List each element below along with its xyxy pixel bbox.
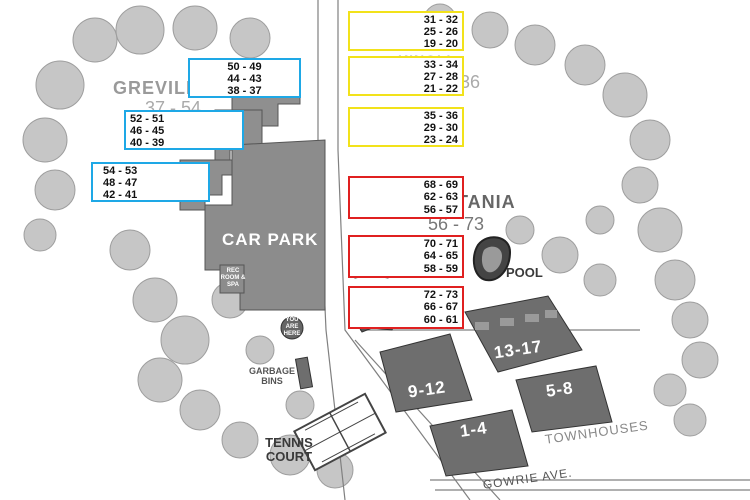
townhouse-block-13-17 — [464, 295, 583, 373]
garbage-bins-label: GARBAGE BINS — [248, 366, 295, 386]
unit-row: 46 - 45 — [130, 125, 165, 137]
unit-row: 62 - 63 — [423, 191, 458, 204]
townhouse-block-5-8 — [515, 365, 613, 433]
unit-row: 54 - 53 — [103, 165, 138, 177]
unit-group-yellow-2: 33 - 34 27 - 28 21 - 22 — [348, 56, 464, 96]
townhouse-block-9-12 — [379, 333, 473, 413]
rec-room-label: REC ROOM & SPA — [220, 268, 246, 288]
unit-row: 38 - 37 — [227, 85, 262, 97]
unit-row: 35 - 36 — [423, 110, 458, 122]
unit-row: 70 - 71 — [423, 238, 458, 251]
unit-row: 48 - 47 — [103, 177, 138, 189]
unit-row: 50 - 49 — [227, 61, 262, 73]
unit-row: 58 - 59 — [423, 262, 458, 275]
you-are-here-label: YOU ARE HERE — [283, 317, 301, 337]
unit-row: 44 - 43 — [227, 73, 262, 85]
unit-row: 31 - 32 — [423, 14, 458, 26]
unit-row: 25 - 26 — [423, 26, 458, 38]
unit-group-blue-2: 52 - 51 46 - 45 40 - 39 — [124, 110, 244, 150]
townhouse-block-1-4 — [429, 409, 529, 477]
unit-row: 52 - 51 — [130, 113, 165, 125]
you-are-here-marker — [280, 316, 304, 340]
unit-row: 23 - 24 — [423, 134, 458, 146]
pool-label: POOL — [506, 265, 543, 280]
townhouse-label-5-8: 5-8 — [544, 378, 575, 401]
townhouses — [379, 295, 613, 477]
unit-row: 29 - 30 — [423, 122, 458, 134]
unit-group-blue-3: 54 - 53 48 - 47 42 - 41 — [91, 162, 210, 202]
kinoli-range: 36 — [460, 72, 481, 92]
garbage-bins-shape — [294, 356, 314, 390]
unit-group-yellow-3: 35 - 36 29 - 30 23 - 24 — [348, 107, 464, 147]
unit-row: 19 - 20 — [423, 38, 458, 50]
unit-group-red-2: 70 - 71 64 - 65 58 - 59 — [348, 235, 464, 278]
unit-row: 56 - 57 — [423, 203, 458, 216]
unit-group-blue-1: 50 - 49 44 - 43 38 - 37 — [188, 58, 301, 98]
unit-row: 66 - 67 — [423, 301, 458, 314]
unit-row: 72 - 73 — [423, 289, 458, 302]
unit-group-yellow-1: 31 - 32 25 - 26 19 - 20 — [348, 11, 464, 51]
car-park-label: CAR PARK — [222, 230, 319, 249]
unit-row: 60 - 61 — [423, 313, 458, 326]
tristania-range: 56 - 73 — [428, 214, 485, 234]
unit-row: 40 - 39 — [130, 137, 165, 149]
unit-row: 33 - 34 — [423, 59, 458, 71]
unit-row: 68 - 69 — [423, 179, 458, 192]
rec-room-building — [219, 264, 245, 294]
tennis-court-label: TENNIS COURT — [265, 435, 313, 464]
tennis-court-shape — [293, 392, 387, 472]
unit-group-red-1: 68 - 69 62 - 63 56 - 57 — [348, 176, 464, 219]
unit-row: 42 - 41 — [103, 189, 138, 201]
unit-row: 64 - 65 — [423, 250, 458, 263]
townhouse-label-1-4: 1-4 — [458, 418, 489, 441]
unit-group-red-3: 72 - 73 66 - 67 60 - 61 — [348, 286, 464, 329]
unit-row: 27 - 28 — [423, 71, 458, 83]
unit-row: 21 - 22 — [423, 83, 458, 95]
